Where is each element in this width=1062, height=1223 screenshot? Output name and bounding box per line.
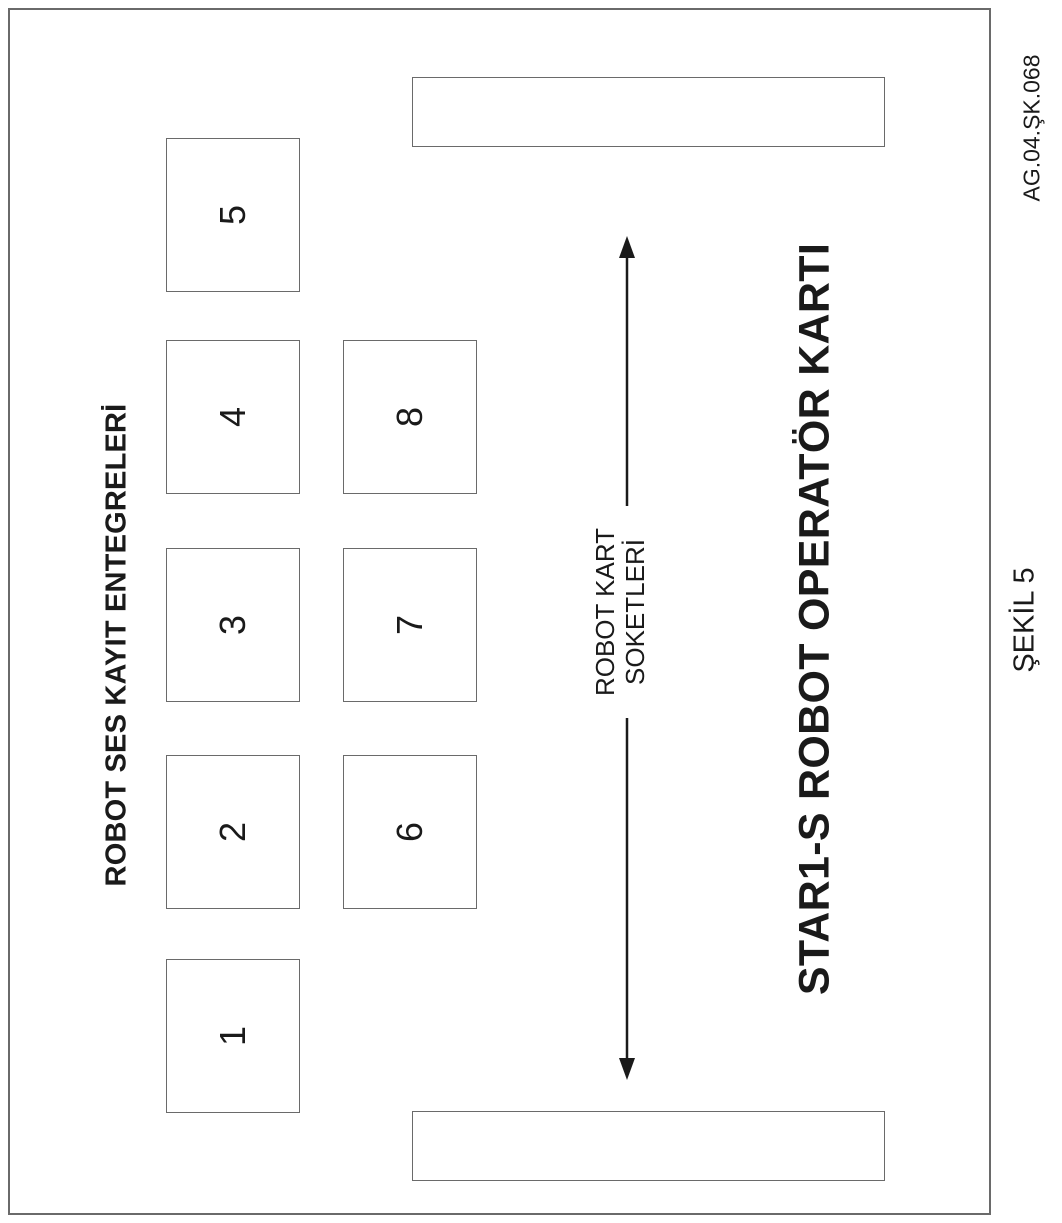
chip-5: 5 [166,138,300,292]
integrated-circuits-label: ROBOT SES KAYIT ENTEGRELERİ [100,403,133,887]
chip-4: 4 [166,340,300,494]
chip-2: 2 [166,755,300,909]
robot-card-socket-bottom [412,1111,885,1181]
sockets-label: ROBOT KART SOKETLERİ [590,528,650,696]
arrow-head-down [619,1058,635,1080]
chip-8: 8 [343,340,477,494]
chip-1: 1 [166,959,300,1113]
sockets-label-line1: ROBOT KART [590,527,620,697]
chip-3: 3 [166,548,300,702]
chip-6: 6 [343,755,477,909]
arrow-head-up [619,236,635,258]
chip-7: 7 [343,548,477,702]
card-title: STAR1-S ROBOT OPERATÖR KARTI [790,242,839,996]
figure-code: AG.04.ŞK.068 [1018,54,1045,202]
sockets-label-line2: SOKETLERİ [620,539,650,685]
robot-card-socket-top [412,77,885,147]
figure-caption: ŞEKİL 5 [1008,567,1041,673]
